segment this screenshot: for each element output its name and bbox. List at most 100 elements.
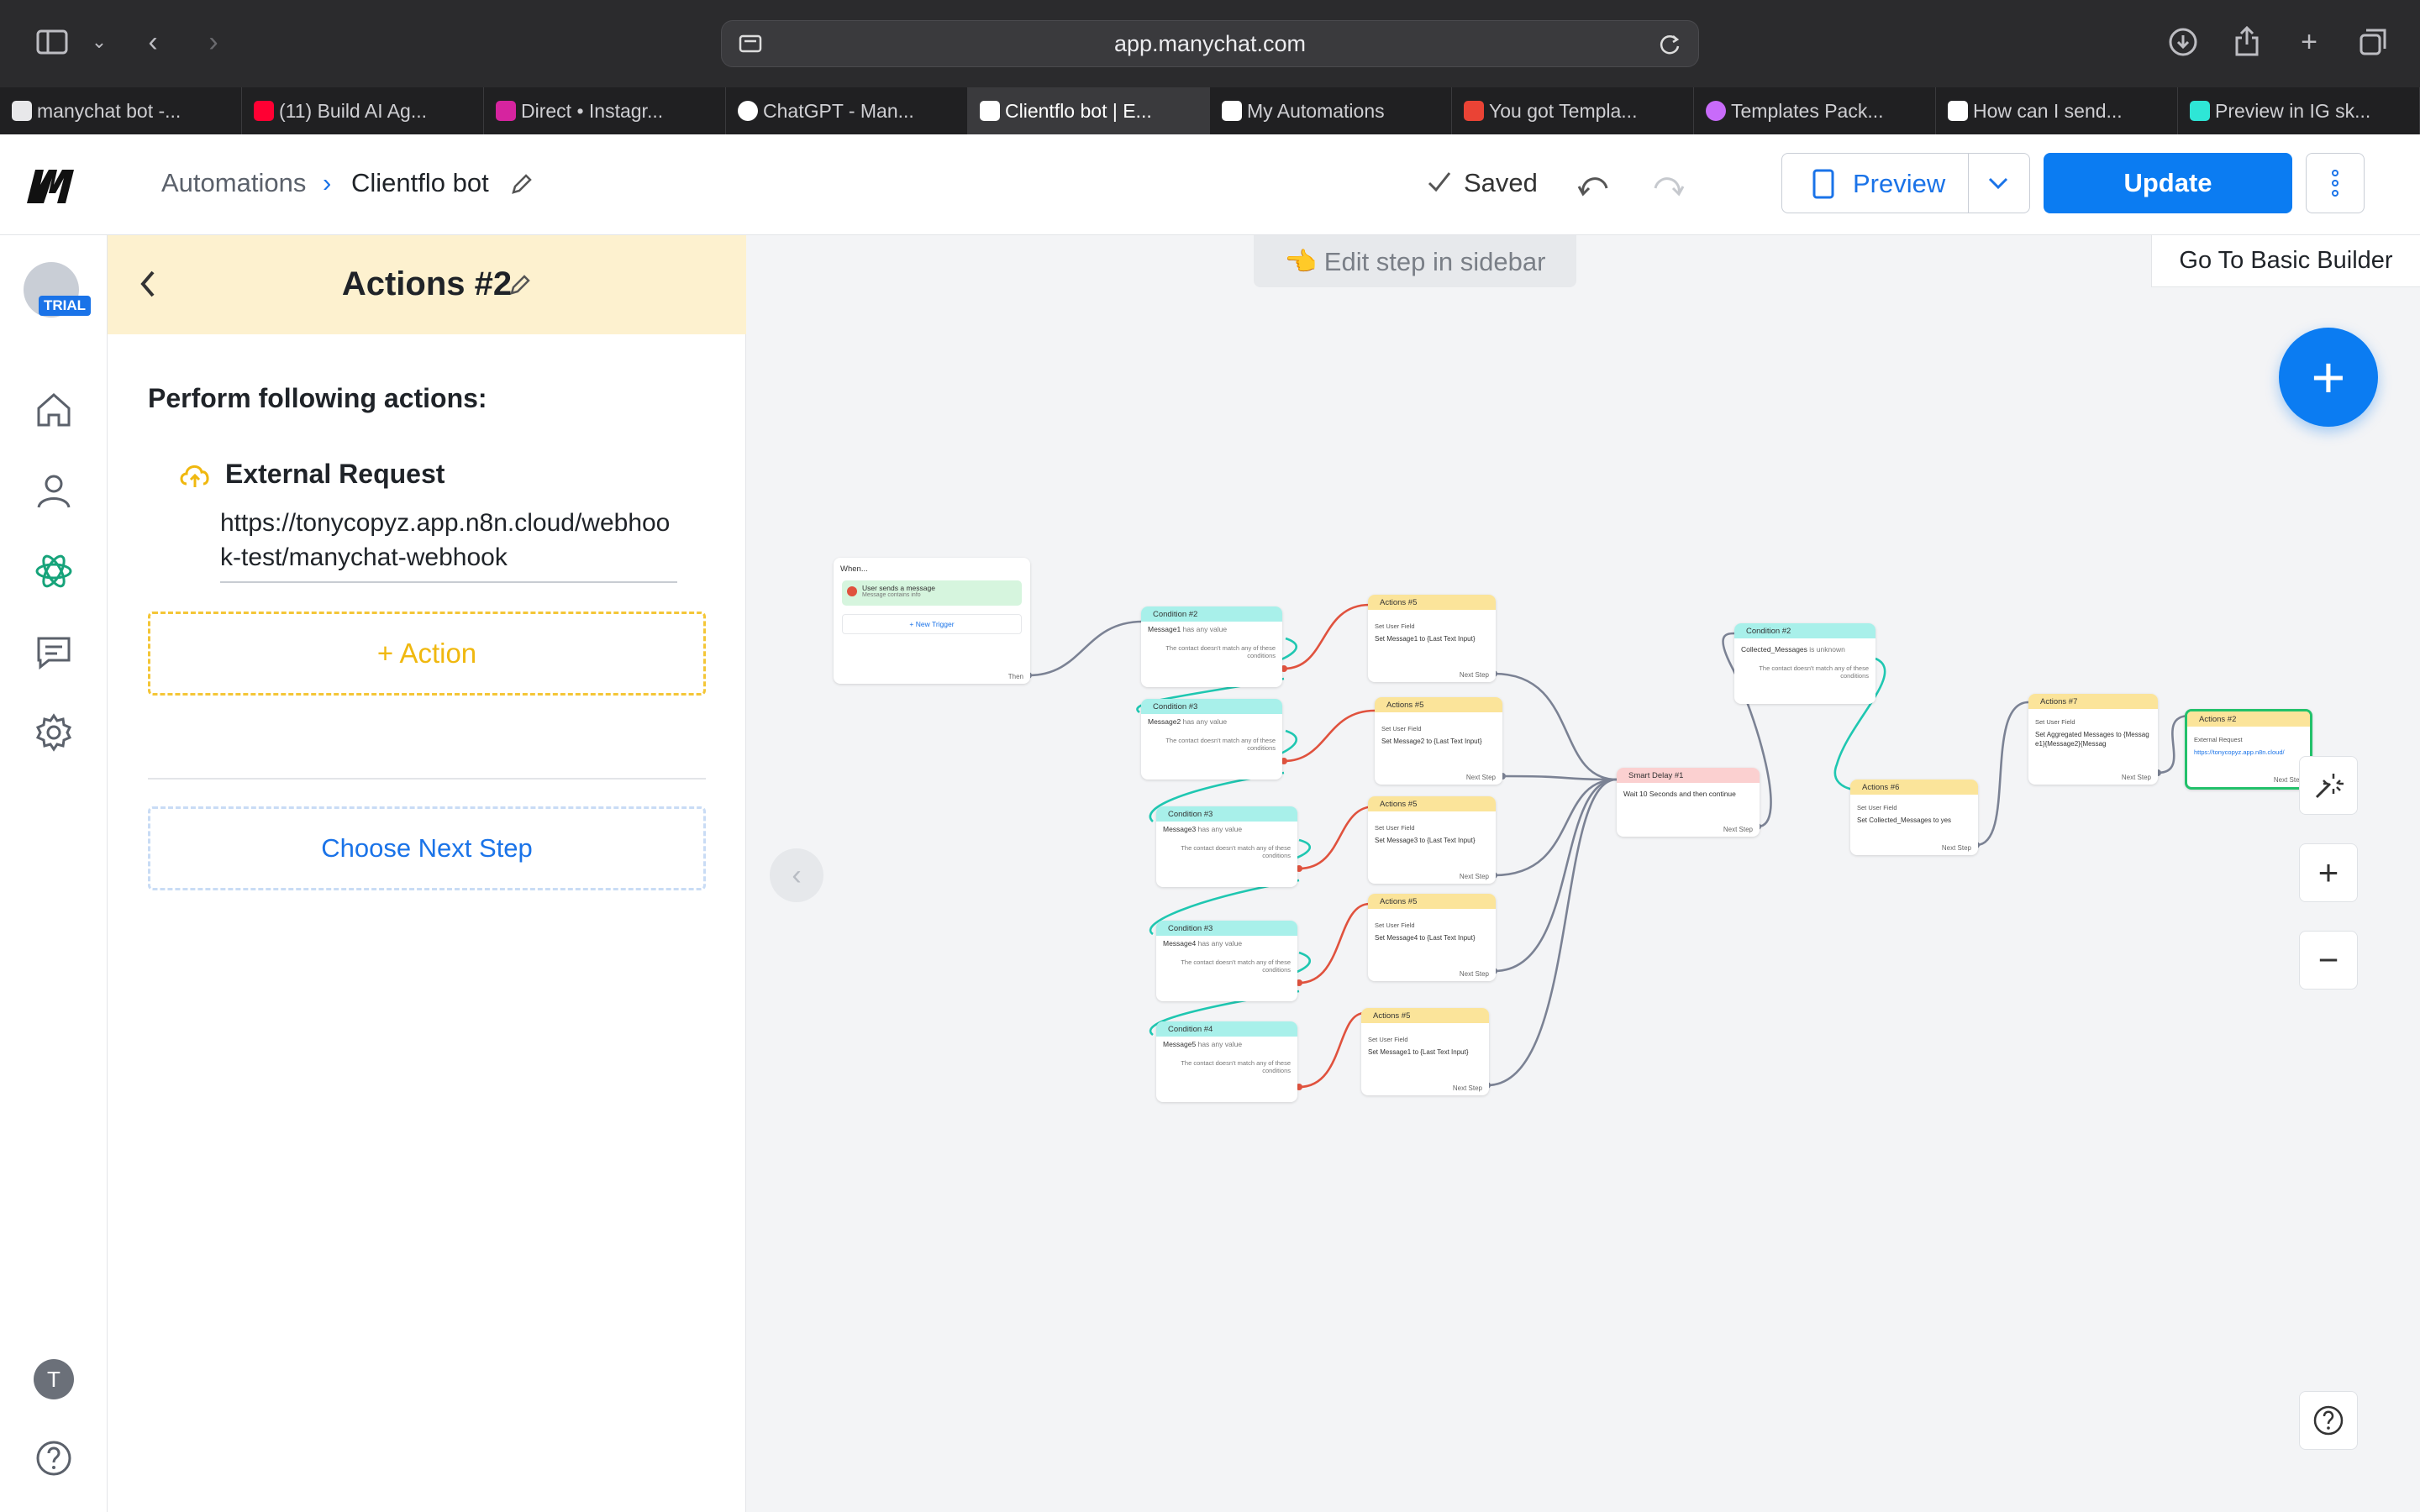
plus-icon: + [2317, 853, 2339, 892]
magic-wand-icon [2315, 774, 2344, 799]
url-text: app.manychat.com [1113, 30, 1307, 56]
basic-builder-button[interactable]: Go To Basic Builder [2151, 235, 2420, 287]
breadcrumb-chevron-icon: › [323, 168, 332, 197]
action-node[interactable]: Actions #5 Set User Field Set Message3 t… [1368, 796, 1496, 884]
smart-delay-node[interactable]: Smart Delay #1 Wait 10 Seconds and then … [1617, 768, 1760, 837]
templates-icon [1706, 101, 1726, 121]
zoom-in-button[interactable]: + [2299, 843, 2358, 902]
action-node[interactable]: Actions #5 Set User Field Set Message4 t… [1368, 894, 1496, 981]
browser-tab[interactable]: How can I send... [1936, 87, 2178, 134]
share-icon[interactable] [2228, 24, 2265, 60]
flow-canvas[interactable] [746, 235, 2420, 1512]
automation-icon[interactable] [34, 551, 74, 591]
chevron-down-icon[interactable]: ⌄ [91, 31, 108, 52]
browser-tab[interactable]: manychat bot -... [0, 87, 242, 134]
step-sidebar: Actions #2 Perform following actions: Ex… [108, 235, 746, 1512]
trigger-node[interactable]: When... User sends a message Message con… [834, 558, 1030, 684]
action-node-selected[interactable]: Actions #2 External Request https://tony… [2185, 709, 2312, 790]
edit-step-hint: 👈 Edit step in sidebar [1254, 235, 1576, 287]
browser-tab[interactable]: Direct • Instagr... [484, 87, 726, 134]
manychat-logo-icon [27, 170, 74, 203]
instagram-icon [847, 586, 857, 596]
forward-icon[interactable]: › [208, 25, 218, 58]
instagram-icon [496, 101, 516, 121]
left-navigation: TRIAL T [0, 235, 108, 1512]
flow-connections [1025, 603, 2191, 1090]
add-step-button[interactable]: + [2279, 328, 2378, 427]
tab-overview-icon[interactable] [2354, 24, 2391, 60]
plus-icon: + [2311, 344, 2346, 410]
preview-button[interactable]: Preview [1781, 153, 2030, 213]
action-node[interactable]: Actions #5 Set User Field Set Message1 t… [1368, 595, 1496, 682]
app-header: Automations › Clientflo bot Saved Previe… [0, 134, 2420, 235]
chevron-left-icon: ‹ [792, 858, 802, 891]
browser-tab[interactable]: Templates Pack... [1694, 87, 1936, 134]
browser-tab[interactable]: (11) Build AI Ag... [242, 87, 484, 134]
address-bar[interactable]: app.manychat.com [721, 20, 1699, 67]
divider [148, 778, 706, 780]
page-title: Clientflo bot [351, 168, 489, 197]
pencil-icon[interactable] [509, 171, 534, 197]
user-avatar[interactable]: T [34, 1359, 74, 1399]
chatgpt-icon [738, 101, 758, 121]
help-icon[interactable] [34, 1438, 74, 1478]
add-action-button[interactable]: + Action [148, 612, 706, 696]
browser-tab-active[interactable]: Clientflo bot | E... [968, 87, 1210, 134]
download-icon[interactable] [2165, 24, 2202, 60]
browser-tab[interactable]: My Automations [1210, 87, 1452, 134]
update-button[interactable]: Update [2044, 153, 2292, 213]
trigger-item[interactable]: User sends a message Message contains in… [842, 580, 1022, 606]
phone-icon [1812, 169, 1834, 199]
browser-tab[interactable]: Preview in IG sk... [2178, 87, 2420, 134]
undo-icon[interactable] [1576, 168, 1612, 200]
condition-node[interactable]: Condition #4 Message5 has any value The … [1156, 1021, 1297, 1102]
minus-icon: − [2317, 940, 2339, 979]
external-request-label[interactable]: External Request [225, 459, 445, 489]
action-node[interactable]: Actions #5 Set User Field Set Message2 t… [1375, 697, 1502, 785]
auto-arrange-button[interactable] [2299, 756, 2358, 815]
pencil-icon[interactable] [508, 272, 533, 297]
help-icon [2313, 1405, 2344, 1436]
cloud-upload-icon [180, 465, 209, 487]
new-tab-icon[interactable]: + [2301, 25, 2317, 58]
collapse-sidebar-button[interactable]: ‹ [770, 848, 823, 902]
youtube-icon [254, 101, 274, 121]
browser-tab[interactable]: ChatGPT - Man... [726, 87, 968, 134]
condition-node[interactable]: Condition #2 Collected_Messages is unkno… [1734, 623, 1876, 704]
condition-node[interactable]: Condition #3 Message2 has any value The … [1141, 699, 1282, 780]
sidebar-toggle-icon[interactable] [34, 24, 71, 60]
home-icon[interactable] [34, 390, 74, 430]
actions-heading: Perform following actions: [148, 383, 487, 413]
tab-favicon-icon [12, 101, 32, 121]
action-node[interactable]: Actions #7 Set User Field Set Aggregated… [2028, 694, 2158, 785]
help-button[interactable] [2299, 1391, 2358, 1450]
settings-gear-icon[interactable] [34, 712, 74, 753]
choose-next-step-button[interactable]: Choose Next Step [148, 806, 706, 890]
condition-node[interactable]: Condition #3 Message4 has any value The … [1156, 921, 1297, 1001]
browser-tab[interactable]: You got Templa... [1452, 87, 1694, 134]
preview-dropdown-button[interactable] [1968, 154, 2027, 213]
tab-strip: manychat bot -... (11) Build AI Ag... Di… [0, 87, 2420, 134]
redo-icon[interactable] [1650, 168, 1686, 200]
external-request-url[interactable]: https://tonycopyz.app.n8n.cloud/webhook-… [220, 506, 677, 583]
new-trigger-button[interactable]: + New Trigger [842, 614, 1022, 634]
contacts-icon[interactable] [34, 470, 74, 511]
manychat-icon [1222, 101, 1242, 121]
back-icon[interactable]: ‹ [148, 25, 158, 58]
saved-status: Saved [1464, 168, 1538, 197]
more-options-button[interactable] [2306, 153, 2365, 213]
sidebar-title: Actions #2 [341, 265, 513, 302]
breadcrumb-automations[interactable]: Automations [161, 168, 307, 197]
reload-icon[interactable] [1656, 31, 1683, 58]
page-icon [739, 34, 762, 53]
browser-toolbar: ⌄ ‹ › app.manychat.com + [0, 0, 2420, 87]
condition-node[interactable]: Condition #2 Message1 has any value The … [1141, 606, 1282, 687]
back-chevron-icon[interactable] [138, 269, 158, 299]
tab-favicon-icon [1948, 101, 1968, 121]
check-icon [1428, 172, 1451, 192]
condition-node[interactable]: Condition #3 Message3 has any value The … [1156, 806, 1297, 887]
action-node[interactable]: Actions #6 Set User Field Set Collected_… [1850, 780, 1978, 855]
action-node[interactable]: Actions #5 Set User Field Set Message1 t… [1361, 1008, 1489, 1095]
chat-icon[interactable] [34, 632, 74, 672]
zoom-out-button[interactable]: − [2299, 931, 2358, 990]
